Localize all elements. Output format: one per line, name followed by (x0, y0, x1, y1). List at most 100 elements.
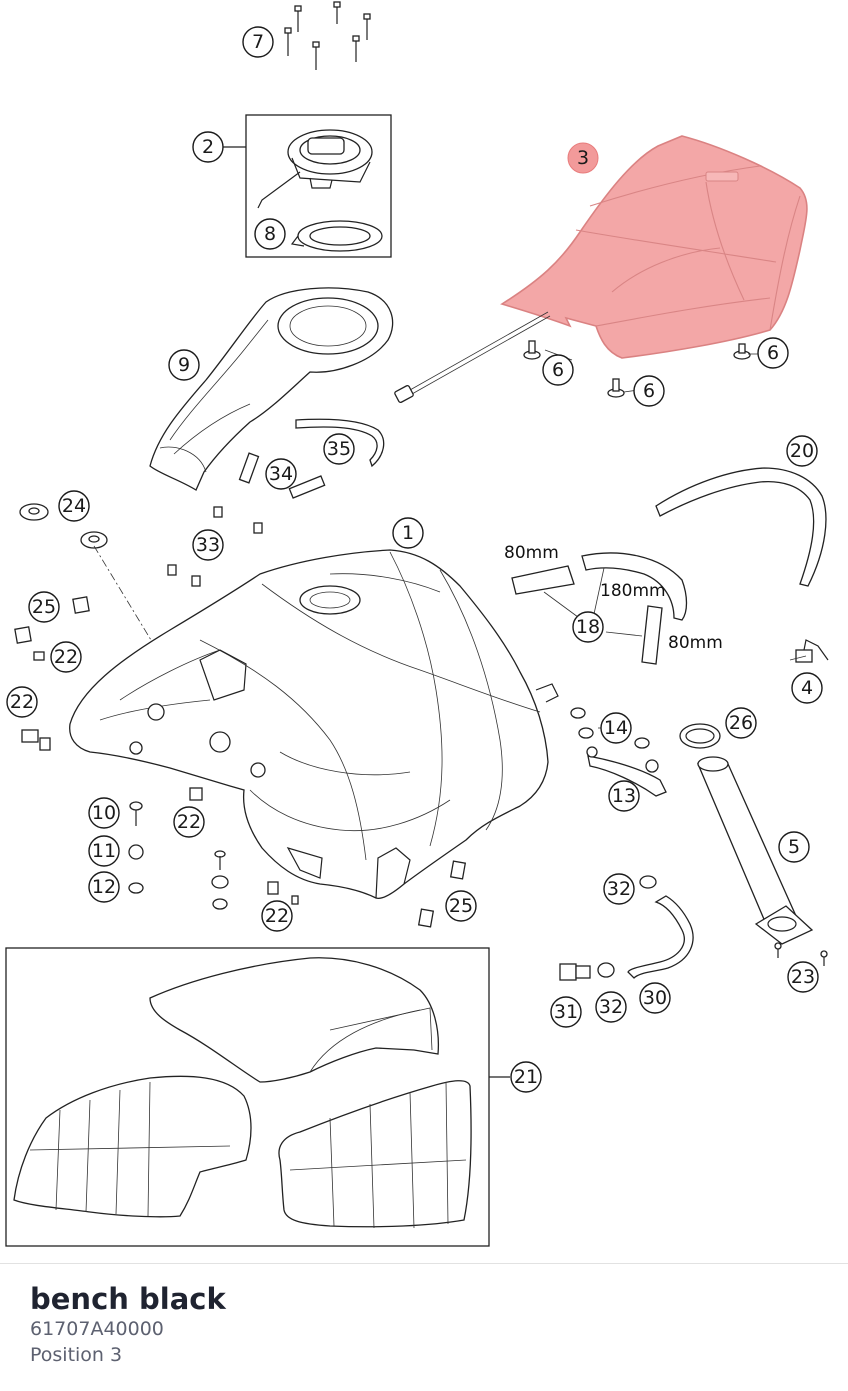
svg-text:22: 22 (177, 811, 201, 833)
seat-buffer-3[interactable] (733, 343, 751, 360)
tank-bracket[interactable] (586, 746, 667, 797)
fastener-stack[interactable] (211, 850, 229, 910)
fuel-level-sensor[interactable] (795, 639, 829, 663)
svg-text:13: 13 (612, 785, 636, 807)
svg-text:30: 30 (643, 987, 667, 1009)
part-name: bench black (30, 1282, 226, 1316)
callout-22[interactable]: 22 (261, 900, 293, 932)
tank-protector-right[interactable] (278, 1080, 472, 1229)
screw-10[interactable] (129, 801, 143, 826)
heat-protection-strip[interactable] (655, 467, 827, 587)
screws-small[interactable] (774, 942, 828, 966)
svg-text:22: 22 (265, 905, 289, 927)
foam-pad-lower[interactable] (417, 860, 467, 928)
callout-1[interactable]: 1 (392, 517, 424, 549)
svg-text:20: 20 (790, 440, 814, 462)
svg-text:6: 6 (643, 380, 655, 402)
svg-text:14: 14 (604, 717, 628, 739)
callout-22[interactable]: 22 (50, 641, 82, 673)
part-position: Position 3 (30, 1344, 123, 1366)
callout-20[interactable]: 20 (786, 435, 818, 467)
callout-13[interactable]: 13 (608, 780, 640, 812)
callout-7[interactable]: 7 (242, 26, 274, 58)
callout-22[interactable]: 22 (173, 806, 205, 838)
callout-11[interactable]: 11 (88, 835, 120, 867)
callout-6[interactable]: 6 (542, 354, 574, 386)
callout-35[interactable]: 35 (323, 433, 355, 465)
bushing-12[interactable] (128, 882, 144, 894)
filler-seal-ring[interactable] (679, 723, 721, 749)
seat-buffer-1[interactable] (523, 340, 541, 360)
callout-12[interactable]: 12 (88, 871, 120, 903)
mounting-grommet[interactable] (80, 531, 108, 549)
callout-3-selected[interactable]: 3 (567, 142, 599, 174)
callout-5[interactable]: 5 (778, 831, 810, 863)
seat-buffer-2[interactable] (607, 378, 625, 398)
svg-text:24: 24 (62, 495, 86, 517)
callout-4[interactable]: 4 (791, 672, 823, 704)
filler-gasket[interactable] (290, 220, 383, 252)
tank-protector-top[interactable] (149, 957, 440, 1083)
adhesive-pad-80mm-bottom[interactable] (641, 605, 663, 665)
svg-text:32: 32 (599, 996, 623, 1018)
mounting-grommet-top[interactable] (19, 503, 49, 521)
callout-23[interactable]: 23 (787, 961, 819, 993)
callout-25[interactable]: 25 (28, 591, 60, 623)
tank-ring-clip[interactable] (295, 418, 385, 468)
callout-32[interactable]: 32 (603, 873, 635, 905)
quick-connector[interactable] (559, 963, 591, 981)
hose-clamp-32b[interactable] (597, 962, 615, 978)
adhesive-pad-80mm-top[interactable] (511, 565, 575, 595)
callout-9[interactable]: 9 (168, 349, 200, 381)
callout-22[interactable]: 22 (6, 686, 38, 718)
callout-30[interactable]: 30 (639, 982, 671, 1014)
callout-26[interactable]: 26 (725, 707, 757, 739)
callout-6[interactable]: 6 (757, 337, 789, 369)
svg-text:8: 8 (264, 223, 276, 245)
foam-pad-small[interactable] (14, 596, 90, 644)
callout-6[interactable]: 6 (633, 375, 665, 407)
callout-31[interactable]: 31 (550, 996, 582, 1028)
svg-text:1: 1 (402, 522, 414, 544)
callout-24[interactable]: 24 (58, 490, 90, 522)
grommet-11[interactable] (128, 844, 144, 860)
screws-set[interactable] (284, 1, 371, 70)
svg-text:32: 32 (607, 878, 631, 900)
dimension-label: 80mm (668, 633, 723, 653)
callout-18[interactable]: 18 (572, 611, 604, 643)
hose-clamp-32a[interactable] (639, 875, 657, 889)
tank-protector-left[interactable] (13, 1075, 252, 1218)
rubber-pads[interactable] (238, 452, 326, 499)
callout-34[interactable]: 34 (265, 458, 297, 490)
svg-text:23: 23 (791, 966, 815, 988)
callout-2[interactable]: 2 (192, 131, 224, 163)
callout-33[interactable]: 33 (192, 529, 224, 561)
tank-cover[interactable] (149, 287, 394, 491)
fuel-hose[interactable] (627, 895, 694, 979)
callout-8[interactable]: 8 (254, 218, 286, 250)
callout-32[interactable]: 32 (595, 991, 627, 1023)
filler-cap[interactable] (257, 129, 373, 209)
svg-text:22: 22 (54, 646, 78, 668)
callout-14[interactable]: 14 (600, 712, 632, 744)
fuel-filler-pipe[interactable] (697, 756, 814, 945)
svg-text:10: 10 (92, 802, 116, 824)
svg-text:5: 5 (788, 836, 800, 858)
clip-nut-22d[interactable] (267, 881, 299, 905)
seat-connector (394, 385, 414, 403)
svg-text:12: 12 (92, 876, 116, 898)
svg-text:35: 35 (327, 438, 351, 460)
clip-nuts[interactable] (167, 506, 263, 587)
bench-seat[interactable] (500, 135, 808, 359)
svg-text:25: 25 (449, 895, 473, 917)
clip-nut-22c[interactable] (189, 787, 203, 801)
adhesive-pad-180mm[interactable] (581, 552, 688, 621)
callout-25[interactable]: 25 (445, 890, 477, 922)
callout-10[interactable]: 10 (88, 797, 120, 829)
bracket-grommets[interactable] (570, 707, 650, 749)
svg-text:25: 25 (32, 596, 56, 618)
callout-21[interactable]: 21 (510, 1061, 542, 1093)
clip-small[interactable] (21, 651, 51, 751)
svg-text:7: 7 (252, 31, 264, 53)
fuel-tank[interactable] (69, 549, 559, 900)
